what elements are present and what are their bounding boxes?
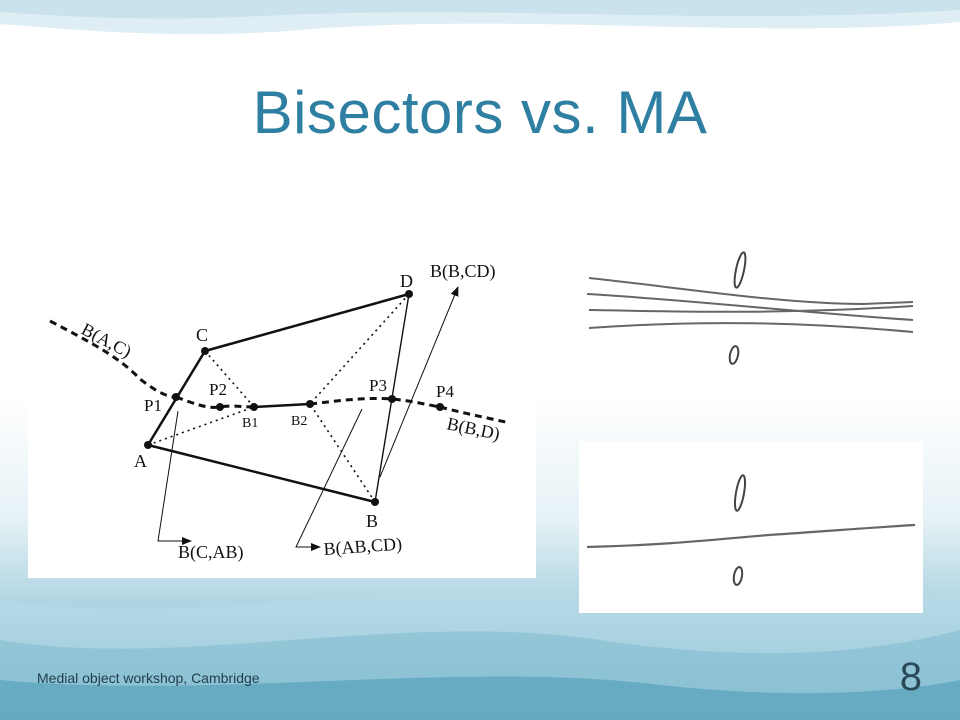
bisector-c-ab-arrow <box>157 410 192 545</box>
label-bisector-cab: B(C,AB) <box>178 542 244 563</box>
crossing-curve-1 <box>588 277 914 306</box>
label-point-d: D <box>400 271 413 291</box>
dotted-a-b1 <box>147 406 255 446</box>
label-point-p4: P4 <box>436 382 454 401</box>
label-point-b1: B1 <box>242 416 258 431</box>
label-point-p1: P1 <box>144 396 162 415</box>
label-bisector-ac: B(A,C) <box>78 319 135 363</box>
medial-axis-b1-b2 <box>253 402 311 409</box>
footer-caption: Medial object workshop, Cambridge <box>37 670 260 686</box>
bisector-ab-cd-arrow <box>295 408 363 551</box>
crossing-bisectors-figure <box>563 222 923 394</box>
point-p1-marker <box>172 393 180 401</box>
point-d-marker <box>405 290 413 298</box>
upper-ellipse-shape <box>733 251 747 289</box>
upper-ellipse-shape-2 <box>733 474 747 512</box>
slide-number: 8 <box>899 655 922 699</box>
medial-axis-b2-p4 <box>309 396 441 409</box>
point-b1-marker <box>250 403 258 411</box>
point-p3-marker <box>388 395 396 403</box>
point-a-marker <box>144 441 152 449</box>
point-b2-marker <box>306 400 314 408</box>
crossing-curve-4 <box>588 322 914 333</box>
medial-axis-curve <box>586 523 916 549</box>
lower-ellipse-shape <box>728 345 740 365</box>
label-bisector-abcd: B(AB,CD) <box>323 534 403 560</box>
point-c-marker <box>201 347 209 355</box>
label-point-c: C <box>196 325 208 345</box>
medial-axis-svg <box>586 474 916 586</box>
crossing-curve-3 <box>588 305 914 313</box>
label-point-p3: P3 <box>369 376 387 395</box>
medial-axis-figure <box>579 441 923 613</box>
point-p2-marker <box>216 403 224 411</box>
edge-a-b <box>147 443 376 504</box>
edge-c-d <box>204 292 410 353</box>
crossing-bisectors-svg <box>586 251 914 365</box>
slide-title: Bisectors vs. MA <box>252 79 708 146</box>
label-point-b2: B2 <box>291 414 307 429</box>
bisector-construction-diagram: A B C D P1 P2 B1 B2 P3 P4 B(A,C) B(B,D) … <box>28 241 536 578</box>
lower-ellipse-shape-2 <box>732 566 744 586</box>
dotted-b-b2 <box>309 403 376 503</box>
label-point-b: B <box>366 511 378 531</box>
medial-axis-right-dashed <box>439 405 511 425</box>
crossing-curve-2 <box>586 293 914 321</box>
label-point-p2: P2 <box>209 380 227 399</box>
bisector-b-cd-arrow <box>379 286 459 478</box>
decorative-bottom-wave <box>0 590 960 720</box>
dotted-c-b1 <box>204 350 255 408</box>
decorative-top-wave <box>0 0 960 35</box>
point-b-marker <box>371 498 379 506</box>
label-point-a: A <box>134 451 147 471</box>
bisector-diagram-svg: A B C D P1 P2 B1 B2 P3 P4 B(A,C) B(B,D) … <box>49 261 511 563</box>
medial-axis-left-dashed <box>49 319 177 399</box>
point-p4-marker <box>436 403 444 411</box>
dotted-d-b2 <box>309 293 410 405</box>
medial-axis-p1-b1 <box>175 395 255 409</box>
label-bisector-bcd: B(B,CD) <box>430 261 496 282</box>
